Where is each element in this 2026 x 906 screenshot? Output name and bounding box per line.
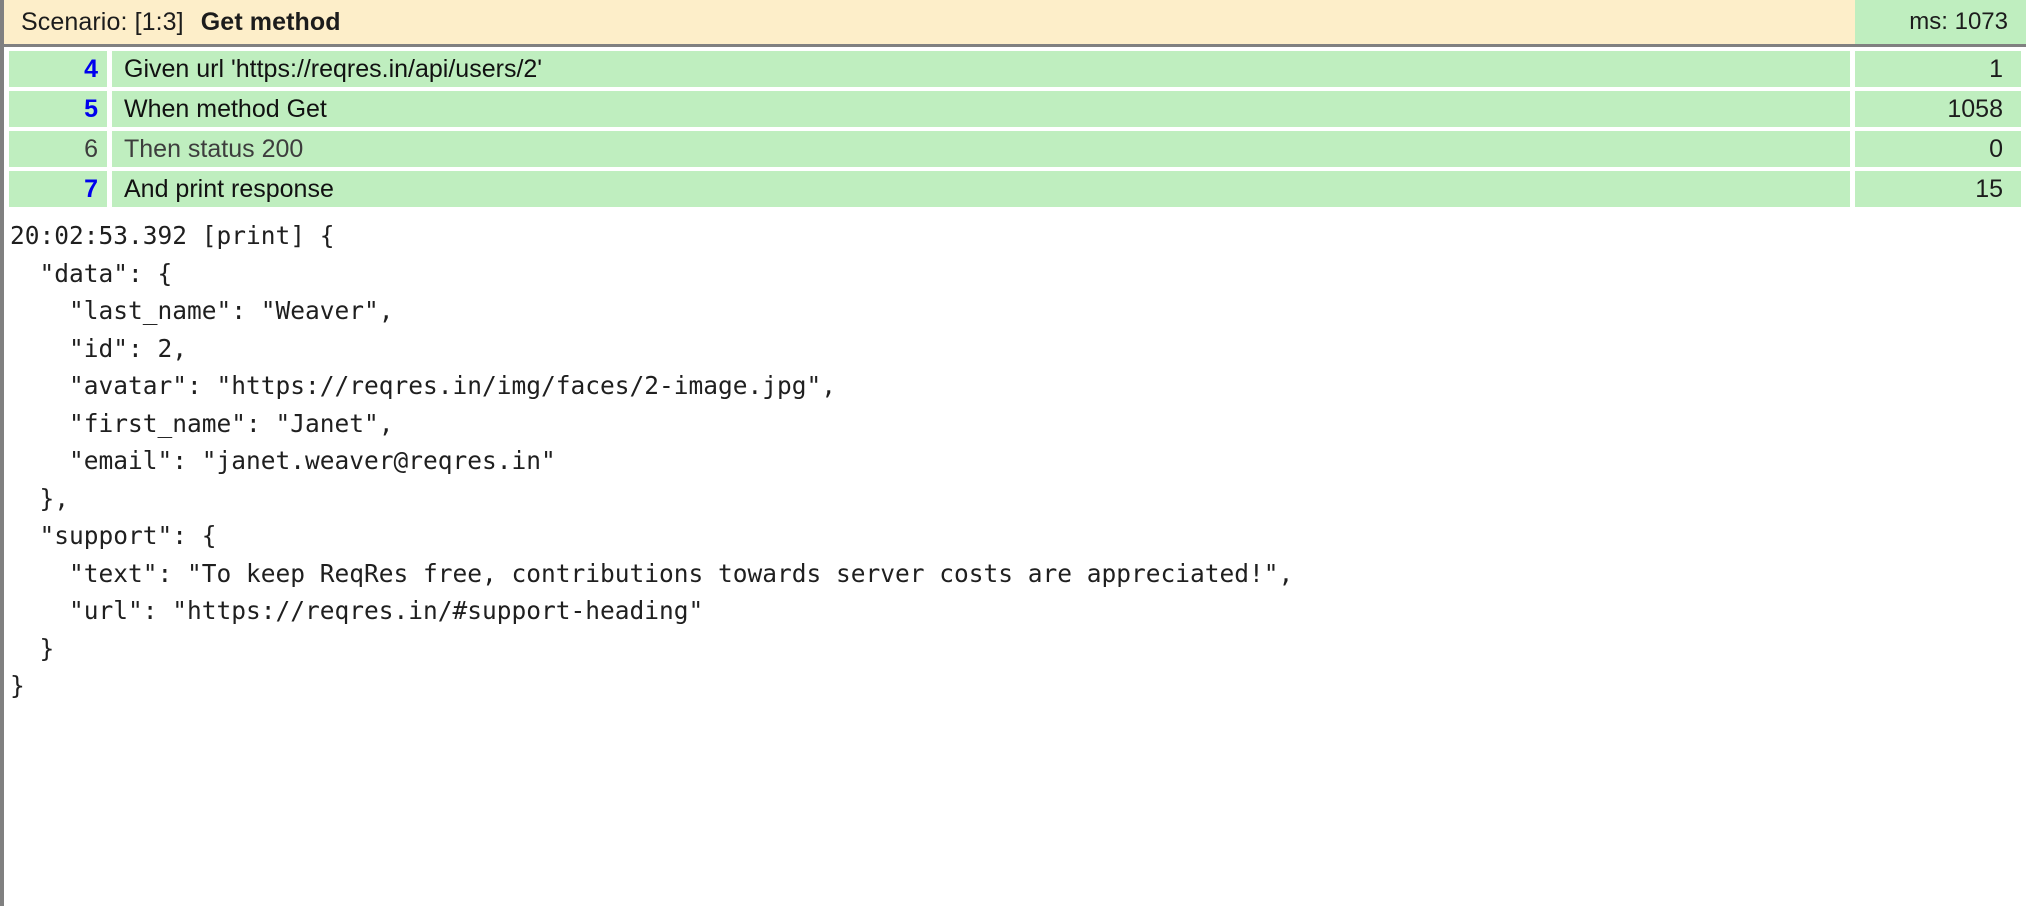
step-line-number: 4 bbox=[9, 51, 107, 87]
step-text[interactable]: When method Get bbox=[112, 91, 1850, 127]
print-log-output: 20:02:53.392 [print] { "data": { "last_n… bbox=[4, 211, 2026, 705]
table-row[interactable]: 5 When method Get 1058 bbox=[9, 91, 2021, 127]
step-duration: 0 bbox=[1855, 131, 2021, 167]
scenario-keyword: Scenario: bbox=[21, 7, 128, 36]
table-row[interactable]: 4 Given url 'https://reqres.in/api/users… bbox=[9, 51, 2021, 87]
step-text[interactable]: And print response bbox=[112, 171, 1850, 207]
scenario-duration-badge: ms: 1073 bbox=[1855, 0, 2026, 44]
steps-table-body: 4 Given url 'https://reqres.in/api/users… bbox=[9, 51, 2021, 207]
step-text[interactable]: Then status 200 bbox=[112, 131, 1850, 167]
step-duration: 1058 bbox=[1855, 91, 2021, 127]
step-duration: 15 bbox=[1855, 171, 2021, 207]
scenario-title: Scenario: [1:3] Get method bbox=[4, 8, 1855, 37]
table-row[interactable]: 7 And print response 15 bbox=[9, 171, 2021, 207]
step-line-number: 6 bbox=[9, 131, 107, 167]
steps-table: 4 Given url 'https://reqres.in/api/users… bbox=[4, 47, 2026, 211]
step-line-number: 7 bbox=[9, 171, 107, 207]
step-duration: 1 bbox=[1855, 51, 2021, 87]
step-text[interactable]: Given url 'https://reqres.in/api/users/2… bbox=[112, 51, 1850, 87]
scenario-header[interactable]: Scenario: [1:3] Get method ms: 1073 bbox=[4, 0, 2026, 47]
step-line-number: 5 bbox=[9, 91, 107, 127]
table-row[interactable]: 6 Then status 200 0 bbox=[9, 131, 2021, 167]
scenario-name: Get method bbox=[200, 7, 341, 36]
scenario-index: [1:3] bbox=[134, 7, 184, 36]
